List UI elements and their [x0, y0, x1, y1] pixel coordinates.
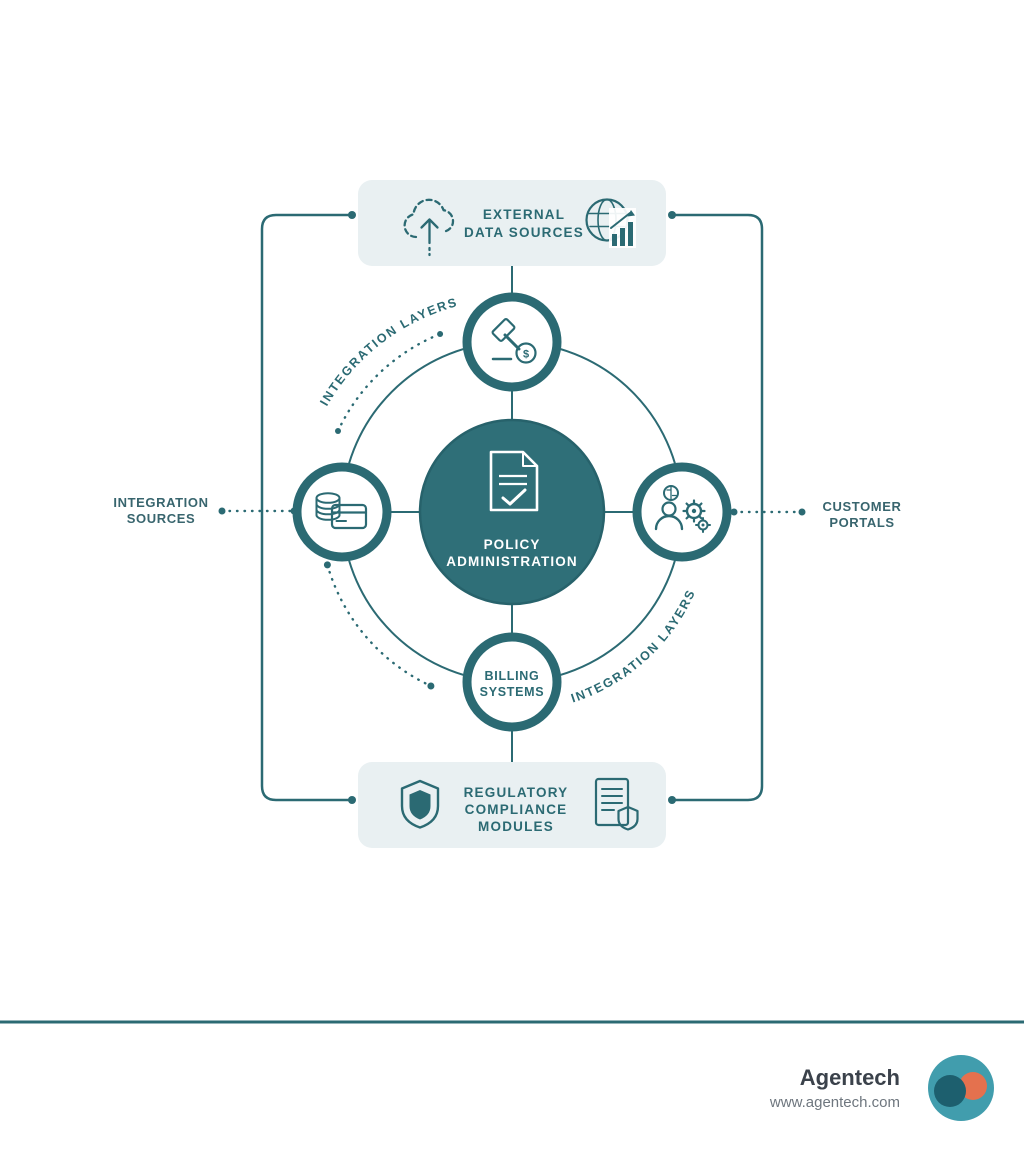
arc-dot [335, 428, 341, 434]
document-shield-icon [594, 777, 639, 831]
hub-label-line1: POLICY [484, 537, 541, 552]
connector-dot [668, 796, 676, 804]
node-circle [632, 462, 732, 562]
arc-label-bottom-right: INTEGRATION LAYERS [569, 587, 698, 706]
node-legal-claims: $ [462, 292, 562, 392]
label-integration-sources-line2: SOURCES [127, 511, 196, 526]
banner-bottom-line1: REGULATORY [464, 785, 569, 800]
frame-right-connector [672, 213, 764, 802]
dotted-arcs [323, 331, 444, 690]
node-customer-intelligence [632, 462, 732, 562]
dotted-arc-bottom-left [326, 563, 433, 688]
banner-external-data-sources: EXTERNAL DATA SOURCES [358, 180, 666, 266]
connector-dot [348, 796, 356, 804]
shield-icon [400, 779, 440, 829]
customer-gears-icon [654, 485, 711, 533]
banner-top-line2: DATA SOURCES [464, 225, 584, 240]
label-customer-portals-line1: CUSTOMER [823, 499, 902, 514]
connector-dot [348, 211, 356, 219]
coin-dollar-symbol: $ [523, 349, 529, 361]
dotted-arc-top-left [336, 332, 442, 433]
gavel-dollar-icon: $ [491, 318, 537, 364]
connector-dot [668, 211, 676, 219]
node-payments [292, 462, 392, 562]
label-integration-sources-line1: INTEGRATION [113, 495, 208, 510]
arc-dot [437, 331, 444, 337]
arc-label-top-left: INTEGRATION LAYERS [317, 295, 459, 408]
billing-systems-line2: SYSTEMS [480, 685, 545, 699]
globe-analytics-icon [585, 198, 636, 248]
left-side-link: INTEGRATION SOURCES [113, 495, 298, 526]
label-customer-portals-line2: PORTALS [829, 515, 894, 530]
brand-logo [928, 1055, 994, 1121]
coins-card-icon [315, 492, 368, 530]
node-billing-systems: BILLING SYSTEMS [462, 632, 562, 732]
brand-name: Agentech [800, 1065, 900, 1090]
banner-background [358, 762, 666, 848]
brand-website: www.agentech.com [769, 1094, 900, 1111]
arc-dot [323, 561, 331, 569]
banner-regulatory-compliance: REGULATORY COMPLIANCE MODULES [358, 762, 666, 848]
line-dot [730, 508, 738, 516]
footer: Agentech www.agentech.com [0, 1020, 1024, 1121]
billing-systems-line1: BILLING [485, 669, 540, 683]
hub-circle [418, 418, 606, 606]
frame-left-connector [260, 213, 352, 802]
hub-label-line2: ADMINISTRATION [446, 554, 577, 569]
frame-connectors [260, 211, 764, 804]
policy-document-icon [489, 450, 539, 512]
banner-top-line1: EXTERNAL [483, 207, 565, 222]
line-dot [218, 507, 226, 515]
right-side-link: CUSTOMER PORTALS [730, 499, 902, 530]
hub-policy-administration: POLICY ADMINISTRATION [418, 418, 606, 606]
banner-bottom-line3: MODULES [478, 819, 554, 834]
arc-dot [427, 682, 435, 690]
node-circle [462, 632, 562, 732]
banner-bottom-line2: COMPLIANCE [465, 802, 568, 817]
cloud-upload-icon [403, 198, 455, 257]
line-dot [798, 508, 806, 516]
